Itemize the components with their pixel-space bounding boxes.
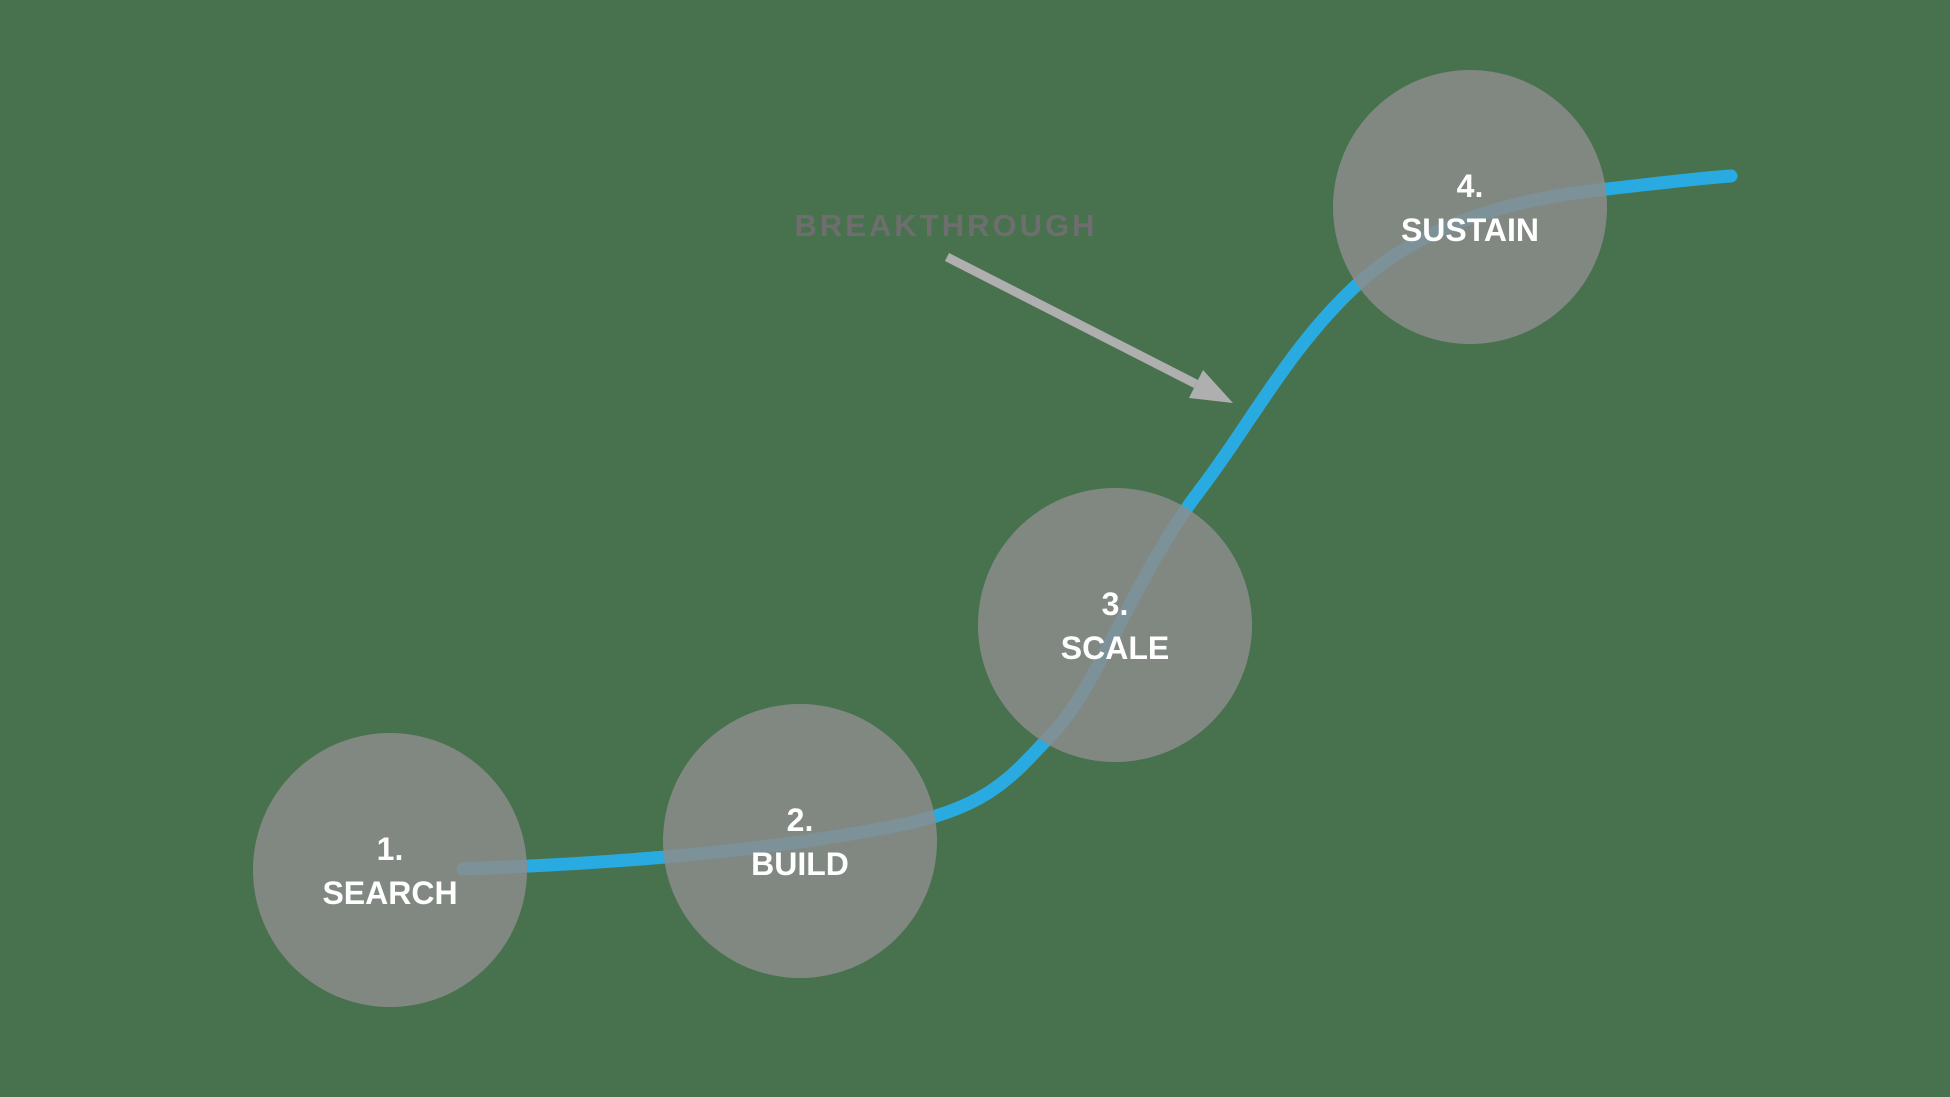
stage-node-search: 1. SEARCH	[253, 733, 527, 1007]
stage-circle	[978, 488, 1252, 762]
stage-number: 3.	[1102, 586, 1129, 622]
stage-node-sustain: 4. SUSTAIN	[1333, 70, 1607, 344]
arrow-head	[1189, 370, 1233, 403]
stage-node-scale: 3. SCALE	[978, 488, 1252, 762]
arrow-shaft	[944, 252, 1199, 389]
stage-label: SCALE	[1061, 630, 1169, 666]
stage-label: BUILD	[751, 846, 849, 882]
breakthrough-label: BREAKTHROUGH	[795, 208, 1098, 243]
stage-circle	[1333, 70, 1607, 344]
stage-circle	[253, 733, 527, 1007]
stage-circle	[663, 704, 937, 978]
stage-node-build: 2. BUILD	[663, 704, 937, 978]
stage-number: 2.	[787, 802, 814, 838]
stage-number: 4.	[1457, 168, 1484, 204]
stage-label: SUSTAIN	[1401, 212, 1539, 248]
stage-label: SEARCH	[322, 875, 457, 911]
breakthrough-annotation: BREAKTHROUGH	[795, 208, 1233, 403]
stage-number: 1.	[377, 831, 404, 867]
arrow-down-right-icon	[944, 252, 1233, 403]
